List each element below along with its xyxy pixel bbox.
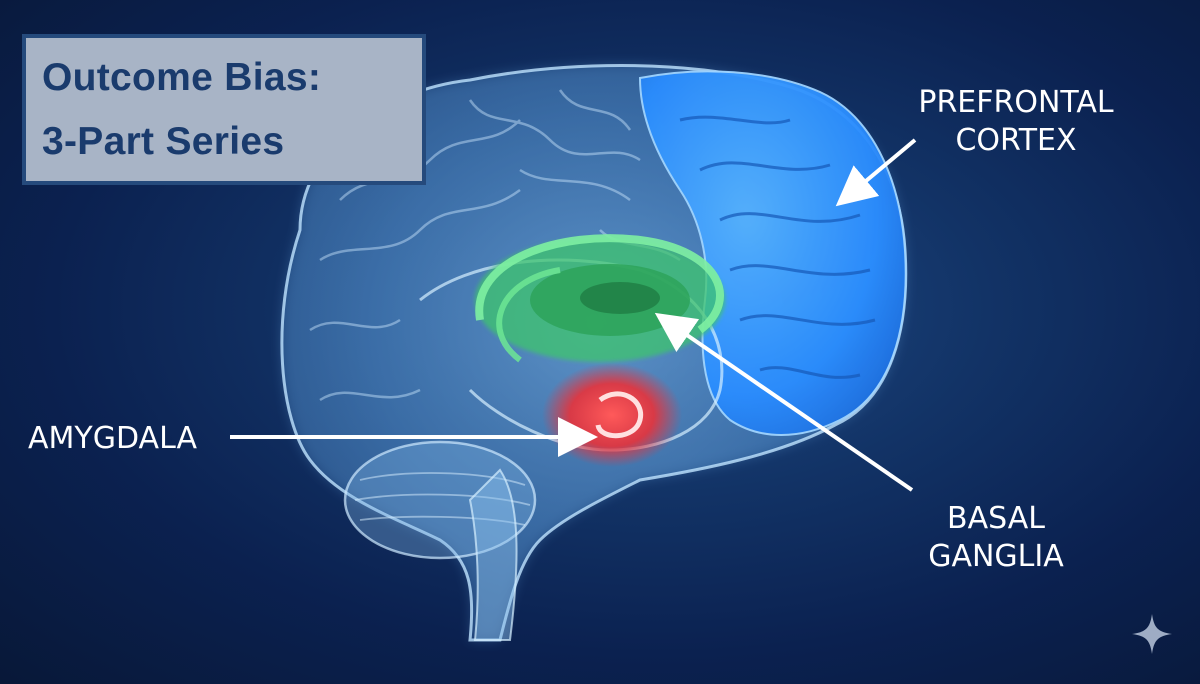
sparkle-icon [1132, 614, 1172, 654]
label-basal-ganglia-line1: BASAL [947, 501, 1045, 536]
label-basal-ganglia-line2: GANGLIA [928, 539, 1064, 574]
title-line-2: 3-Part Series [42, 120, 285, 163]
pfc-arrow [835, 138, 917, 207]
basal-ganglia-arrow [654, 312, 914, 492]
amygdala-region [542, 363, 682, 467]
pfc-folds [679, 115, 876, 379]
label-prefrontal-cortex-line1: PREFRONTAL [918, 85, 1114, 120]
label-amygdala-line1: AMYGDALA [28, 421, 197, 456]
title-box: Outcome Bias: 3-Part Series [22, 34, 426, 185]
label-basal-ganglia: BASAL GANGLIA [908, 500, 1084, 576]
title-line-1: Outcome Bias: [42, 56, 322, 99]
basal-ganglia-region [475, 234, 725, 363]
label-prefrontal-cortex-line2: CORTEX [955, 123, 1077, 158]
cerebellum [343, 440, 537, 560]
label-prefrontal-cortex: PREFRONTAL CORTEX [898, 84, 1134, 160]
cerebellum-folds [354, 472, 531, 526]
label-amygdala: AMYGDALA [28, 420, 197, 458]
brainstem [468, 468, 518, 641]
prefrontal-cortex-region [638, 70, 907, 436]
